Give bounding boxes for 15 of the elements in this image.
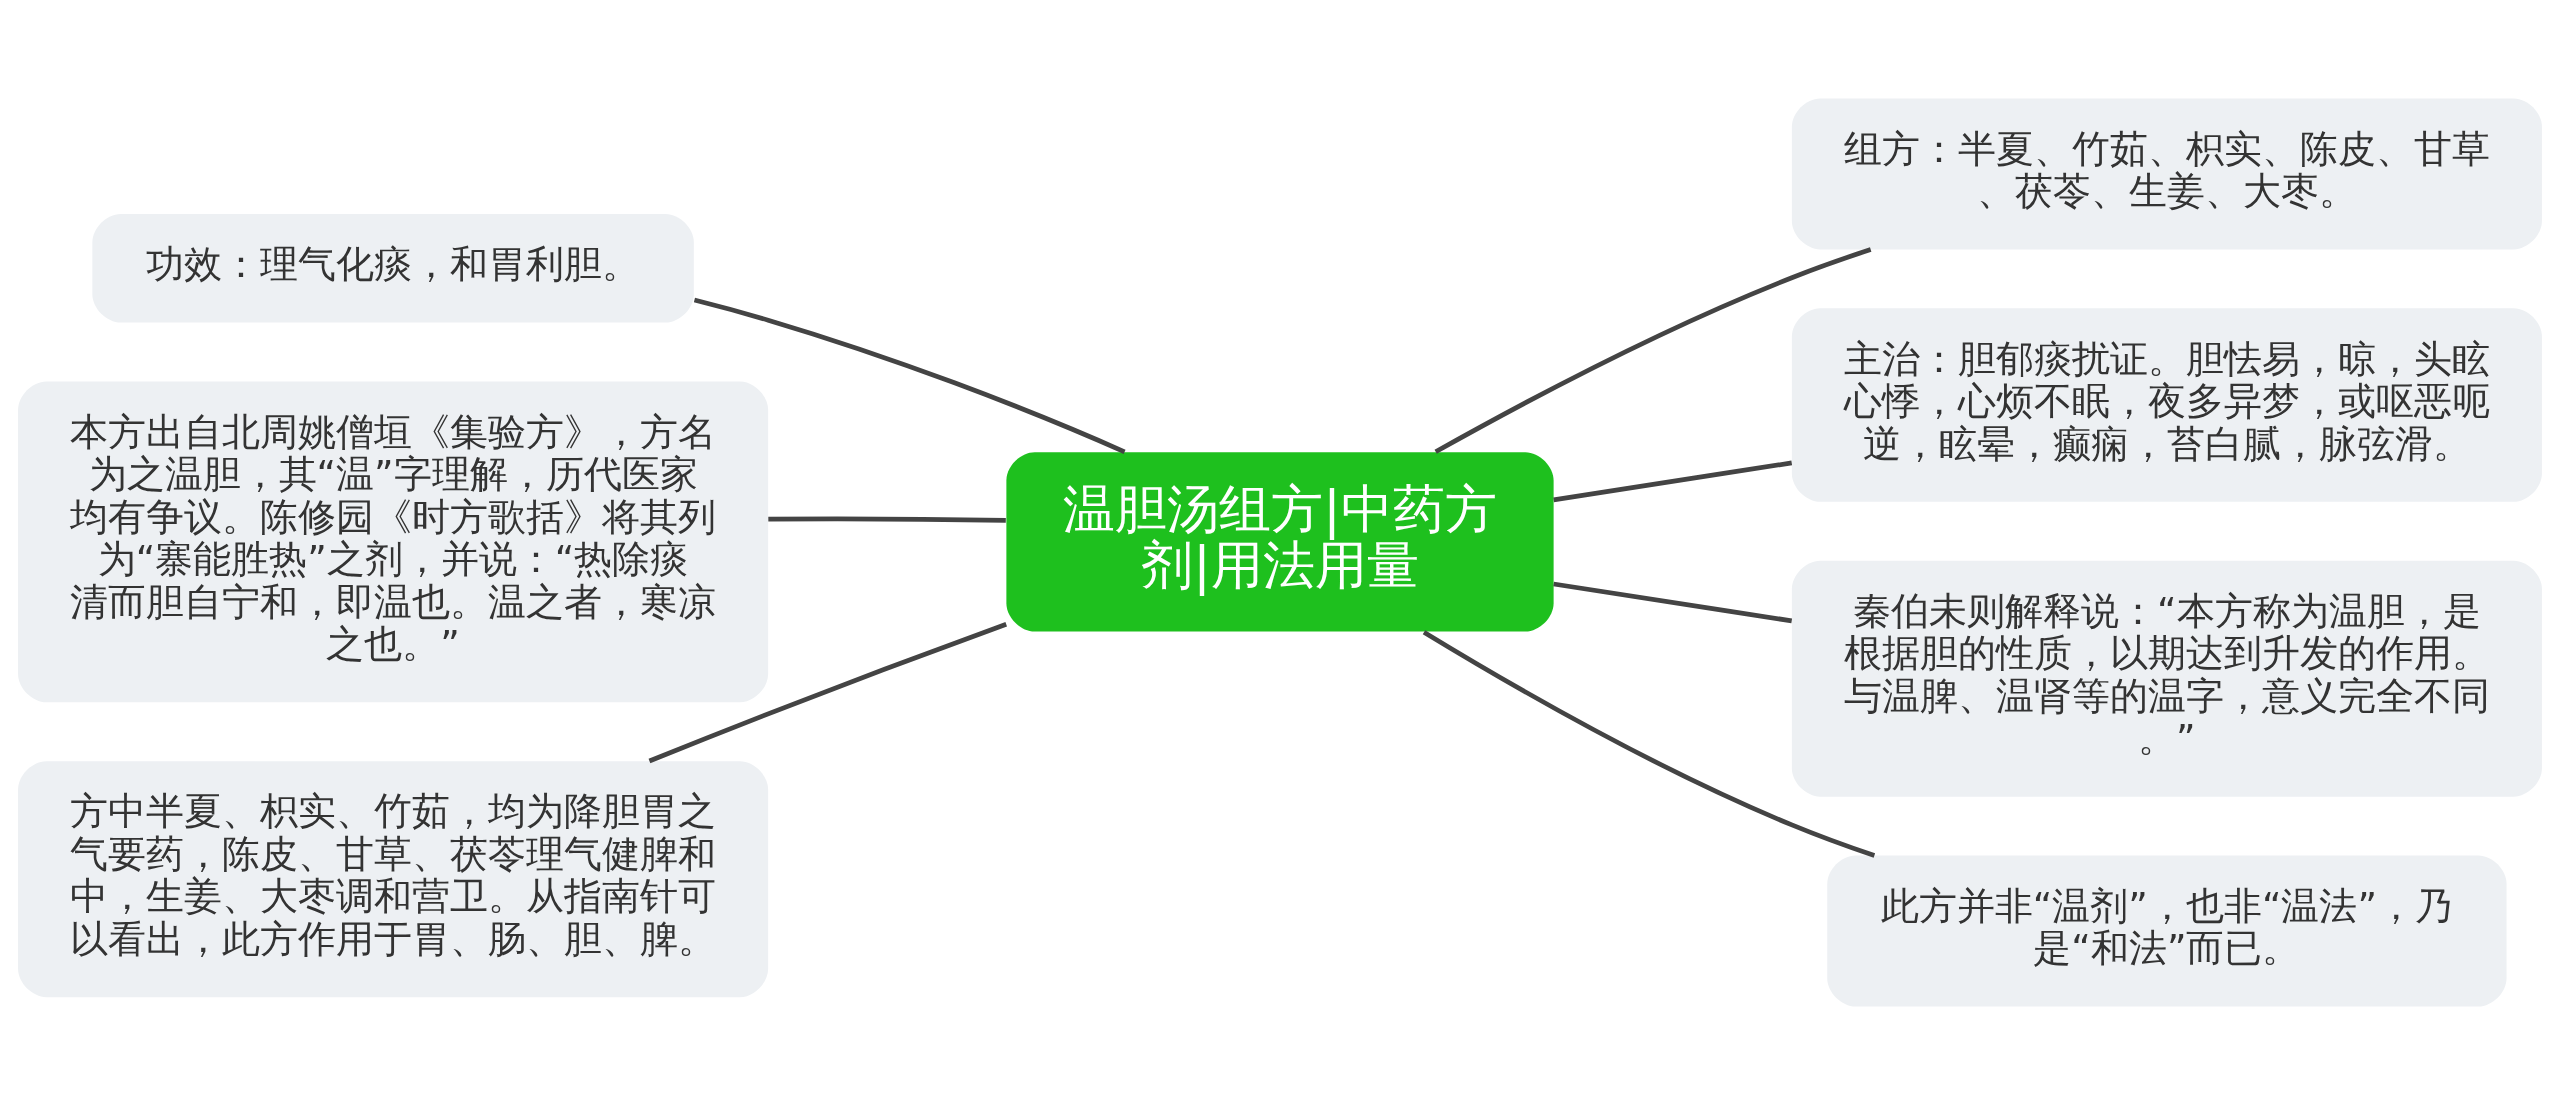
- node-box: 本方出自北周姚僧垣《集验方》，方名为之温胆，其“温”字理解，历代医家均有争议。陈修园《时方歌括》将其列为“寨能胜热”之剂，并说：“热除痰清而胆自宁和，即温也。温之者，寒凉之也。”: [18, 381, 769, 703]
- node-box: 此方并非“温剂”，也非“温法”，乃是“和法”而已。: [1827, 855, 2507, 1007]
- connector: [768, 516, 1006, 523]
- connector: [1434, 247, 1872, 454]
- node-box: 方中半夏、枳实、竹茹，均为降胆胃之气要药，陈皮、甘草、茯苓理气健脾和中，生姜、大枣调和营卫。从指南针可以看出，此方作用于胃、肠、胆、脾。: [18, 761, 769, 998]
- node-box: 秦伯未则解释说：“本方称为温胆，是根据胆的性质，以期达到升发的作用。与温脾、温肾等的温字，意义完全不同。”: [1791, 560, 2542, 797]
- connector: [1553, 460, 1793, 503]
- connector: [693, 297, 1126, 454]
- node-box: 温胆汤组方|中药方剂|用法用量: [1006, 452, 1554, 632]
- connector: [1422, 630, 1876, 858]
- connector: [1553, 581, 1793, 624]
- node-box: 主治：胆郁痰扰证。胆怯易，晾，头眩心悸，心烦不眠，夜多异梦，或呕恶呃逆，眩晕，癫痫，苔白腻，脉弦滑。: [1791, 308, 2542, 502]
- node-box: 组方：半夏、竹茹、枳实、陈皮、甘草、茯苓、生姜、大枣。: [1791, 98, 2542, 250]
- node-box: 功效：理气化痰，和胃利胆。: [92, 214, 694, 323]
- connector: [648, 622, 1008, 764]
